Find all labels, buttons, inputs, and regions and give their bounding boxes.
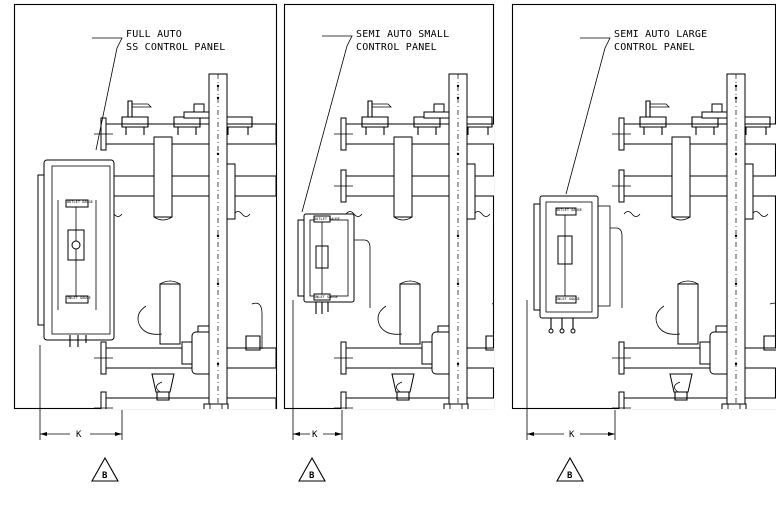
inlet-gauge-label: INLET GAUGE <box>314 295 338 299</box>
inlet-gauge-label: INLET GAUGE <box>67 296 91 300</box>
revision-triangle <box>556 456 584 482</box>
inlet-gauge-label: INLET GAUGE <box>556 297 580 301</box>
revision-letter: B <box>102 471 108 481</box>
callout-label-line1: SEMI AUTO SMALL <box>356 29 449 40</box>
callout-leader <box>301 35 353 213</box>
outlet-gauge-label: OUTLET GAUGE <box>67 200 93 204</box>
outlet-gauge-label: OUTLET GAUGE <box>314 217 340 221</box>
callout-leader <box>565 37 611 195</box>
diagram-panel-semi-auto-small: OUTLET GAUGE INLET GAUGE SEMI AUTO SMALL… <box>283 3 495 482</box>
revision-triangle <box>298 456 326 482</box>
semi-auto-large-control-panel <box>533 195 623 334</box>
callout-label-line1: FULL AUTO <box>126 29 182 40</box>
revision-letter: B <box>309 471 315 481</box>
callout-label-line2: CONTROL PANEL <box>356 42 437 53</box>
semi-auto-small-control-panel <box>297 213 371 314</box>
outlet-gauge-label: OUTLET GAUGE <box>556 208 582 212</box>
dimension-k: K <box>76 430 82 440</box>
full-auto-control-panel <box>37 159 115 347</box>
diagram-panel-semi-auto-large: OUTLET GAUGE INLET GAUGE SEMI AUTO LARGE… <box>511 3 776 482</box>
revision-letter: B <box>567 471 573 481</box>
dimension-k: K <box>312 430 318 440</box>
callout-label-line2: SS CONTROL PANEL <box>126 42 226 53</box>
callout-label-line1: SEMI AUTO LARGE <box>614 29 707 40</box>
dimension-k: K <box>569 430 575 440</box>
callout-label-line2: CONTROL PANEL <box>614 42 695 53</box>
diagram-panel-full-auto: OUTLET GAUGE INLET GAUGE FULL AUTO SS CO… <box>13 3 278 482</box>
callout-leader <box>92 37 123 151</box>
revision-triangle <box>91 456 119 482</box>
